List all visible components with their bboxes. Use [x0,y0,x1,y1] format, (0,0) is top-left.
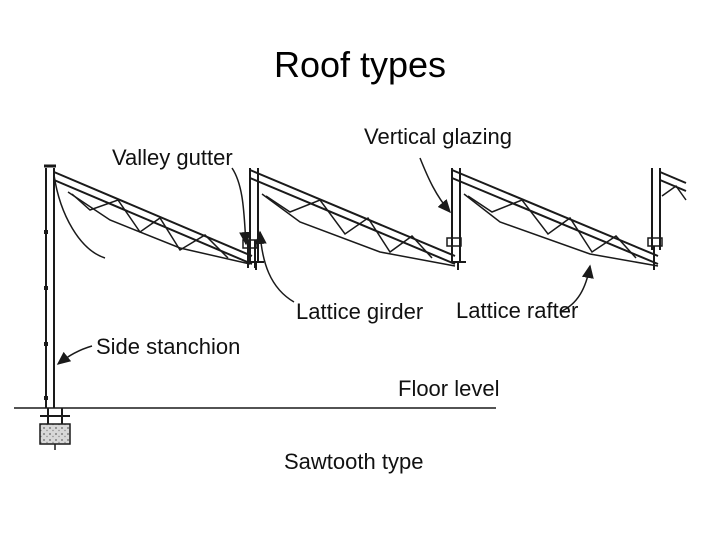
slide-title: Roof types [273,44,447,85]
roof-truss-4-partial [651,168,687,250]
side-stanchion [44,164,106,408]
lattice-rafter-leader [559,264,594,313]
roof-truss-1 [53,171,258,268]
label-lattice-girder: Lattice girder [296,299,423,324]
label-vertical-glazing: Vertical glazing [364,124,512,149]
lattice-girder-leader [254,230,295,303]
label-side-stanchion: Side stanchion [96,334,240,359]
side-stanchion-leader [56,345,93,365]
foundation-block [39,423,71,445]
label-lattice-rafter: Lattice rafter [456,298,578,323]
roof-truss-3 [451,168,663,270]
label-valley-gutter: Valley gutter [112,145,233,170]
label-floor-level: Floor level [398,376,499,401]
caption-sawtooth-type: Sawtooth type [284,449,423,474]
vertical-glazing-leader [419,157,451,214]
roof-truss-2 [249,168,462,270]
valley-gutter-leader [231,167,252,246]
